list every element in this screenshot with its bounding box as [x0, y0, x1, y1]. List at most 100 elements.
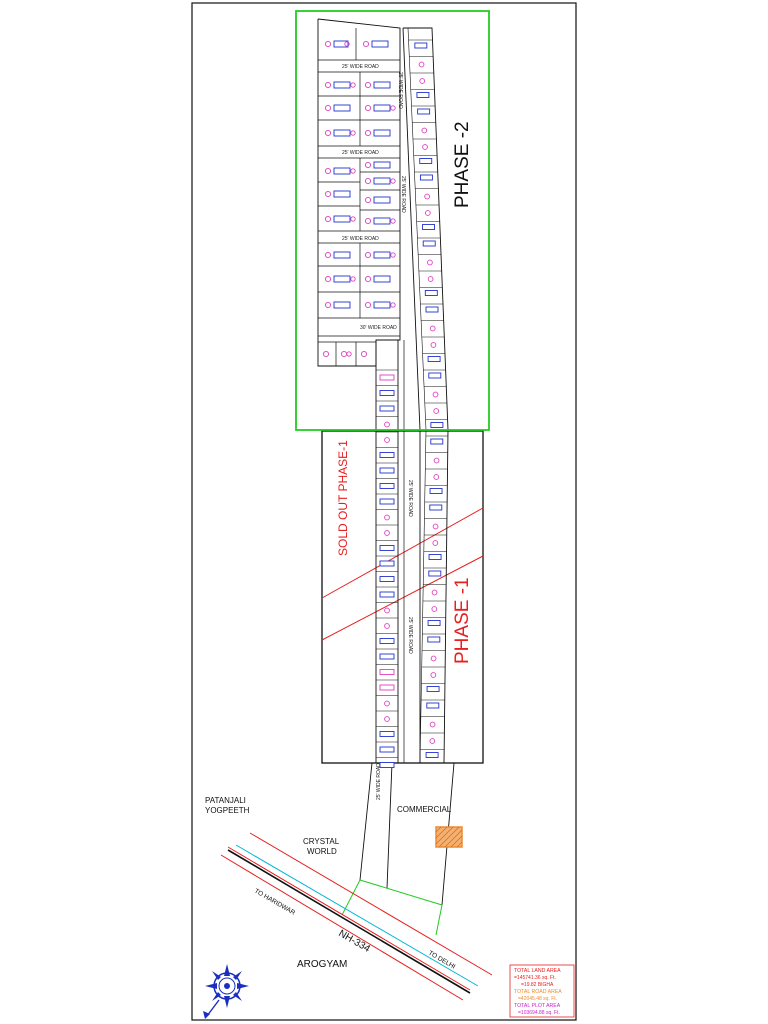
- to-haridwar-label: TO HARIDWAR: [253, 888, 296, 917]
- plot-tag: [373, 196, 391, 204]
- plot-dot: [364, 177, 372, 185]
- plot-dot: [432, 391, 439, 398]
- plot-tag: [425, 306, 439, 313]
- plot-dot: [429, 325, 436, 332]
- plot-tag: [373, 275, 391, 283]
- plot-tag: [426, 702, 440, 709]
- plot-dot: [324, 251, 332, 259]
- plot-dot: [364, 275, 372, 283]
- approach-junction: [341, 879, 361, 916]
- plot-tag: [379, 545, 395, 551]
- plot-dot: [390, 252, 396, 258]
- plot-dot: [432, 540, 439, 546]
- crystal-label: CRYSTAL: [303, 837, 340, 846]
- plot-tag: [333, 190, 351, 198]
- plot-dot: [322, 350, 330, 358]
- plot-tag: [379, 746, 395, 753]
- plot-tag: [379, 498, 395, 505]
- plot-dot: [384, 530, 390, 536]
- plot-tag: [379, 452, 395, 458]
- approach-road: [359, 762, 373, 881]
- compass-rose-icon: [203, 964, 249, 1019]
- plot-tag: [430, 438, 444, 445]
- plot-tag: [429, 504, 443, 511]
- plot-dot: [390, 178, 396, 184]
- phase1-hatch-line: [321, 507, 484, 599]
- plot-dot: [360, 350, 368, 358]
- plot-dot: [364, 217, 372, 225]
- plot-dot: [384, 514, 390, 521]
- plot-tag: [379, 390, 395, 396]
- plot-tag: [379, 638, 395, 644]
- plot-tag: [379, 669, 395, 675]
- plot-tag: [333, 301, 351, 309]
- plot-tag: [373, 217, 391, 225]
- plot-tag: [373, 177, 391, 185]
- plot-dot: [384, 623, 390, 629]
- plot-dot: [350, 130, 356, 136]
- plot-dot: [324, 215, 332, 223]
- plot-dot: [344, 41, 350, 47]
- plot-dot: [364, 81, 372, 89]
- sold-out-label: SOLD OUT PHASE-1: [336, 440, 350, 556]
- svg-text:=42045.48 sq. Ft.: =42045.48 sq. Ft.: [518, 996, 557, 1002]
- phase2-west-block: [317, 18, 401, 367]
- plot-dot: [431, 589, 438, 596]
- svg-text:TOTAL ROAD AREA: TOTAL ROAD AREA: [514, 989, 562, 995]
- plot-dot: [384, 437, 390, 443]
- plot-tag: [425, 752, 439, 758]
- plot-dot: [419, 78, 426, 84]
- plot-dot: [362, 40, 370, 48]
- plot-dot: [432, 523, 439, 530]
- road-label: 30' WIDE ROAD: [360, 325, 397, 331]
- plot-tag: [333, 129, 351, 137]
- approach-road: [386, 762, 393, 889]
- plot-tag: [379, 483, 395, 489]
- phase1-label: PHASE -1: [452, 577, 473, 664]
- plot-tag: [379, 576, 395, 582]
- road-label: 25' WIDE ROAD: [342, 64, 379, 70]
- plot-dot: [430, 672, 437, 678]
- plot-dot: [433, 457, 440, 464]
- plot-dot: [324, 301, 332, 309]
- plot-tag: [333, 251, 351, 259]
- plot-dot: [384, 607, 390, 614]
- plot-dot: [424, 210, 431, 216]
- plot-dot: [418, 61, 425, 68]
- plot-tag: [379, 653, 395, 660]
- plot-tag: [333, 40, 349, 48]
- road-label: 25' WIDE ROAD: [397, 72, 403, 109]
- plot-dot: [390, 105, 396, 111]
- plot-tag: [373, 104, 391, 112]
- plot-tag: [379, 405, 395, 412]
- plot-tag: [427, 620, 441, 626]
- plot-tag: [427, 356, 441, 362]
- plot-tag: [379, 591, 395, 598]
- plot-tag: [414, 42, 428, 49]
- road-label: 25' WIDE ROAD: [400, 176, 406, 213]
- plot-tag: [379, 467, 395, 474]
- plot-tag: [424, 290, 438, 296]
- plot-dot: [427, 259, 433, 266]
- plot-dot: [390, 218, 396, 224]
- plot-dot: [427, 276, 434, 282]
- svg-text:=19.82 BIGHA: =19.82 BIGHA: [521, 982, 554, 988]
- plot-tag: [333, 275, 351, 283]
- plot-dot: [390, 302, 396, 308]
- plot-tag: [379, 684, 395, 691]
- plot-dot: [430, 655, 437, 662]
- plot-dot: [324, 275, 332, 283]
- plot-dot: [324, 40, 332, 48]
- svg-text:TOTAL LAND AREA: TOTAL LAND AREA: [514, 968, 561, 974]
- plot-tag: [373, 129, 391, 137]
- plot-tag: [419, 174, 433, 181]
- commercial-hatch: [435, 826, 463, 848]
- plot-dot: [384, 421, 390, 428]
- plot-dot: [364, 104, 372, 112]
- phase1-hatch-line: [321, 555, 484, 641]
- plot-markers: [322, 40, 444, 768]
- road-label: 25' WIDE ROAD: [407, 480, 413, 517]
- east-strip-plots: [408, 39, 448, 750]
- plot-tag: [416, 92, 430, 98]
